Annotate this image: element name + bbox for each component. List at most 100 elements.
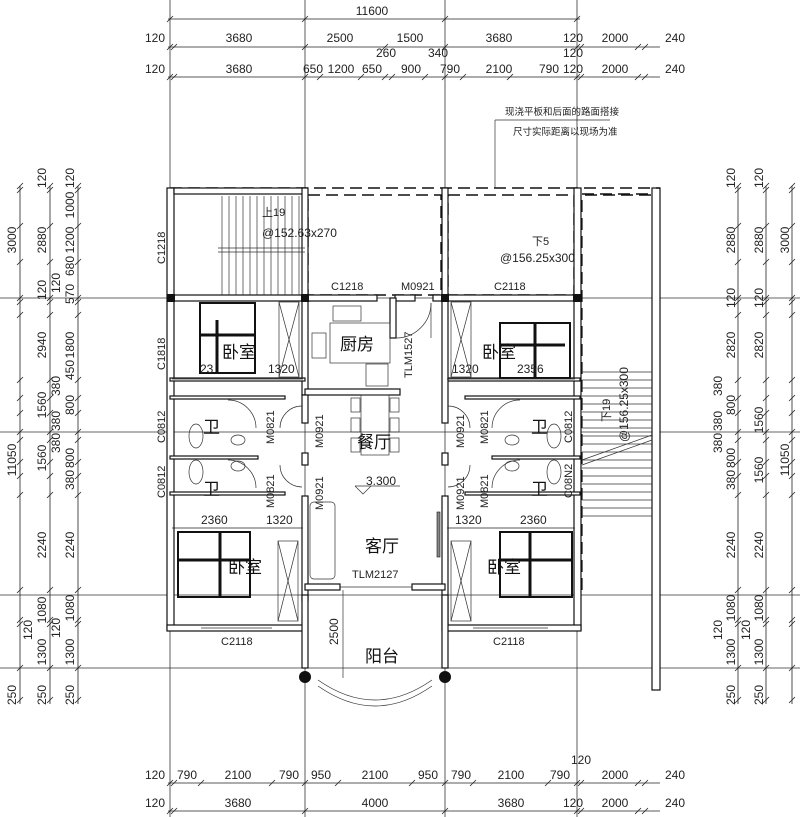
dimension-lines bbox=[16, 15, 796, 815]
dimension-label: 1080 bbox=[724, 594, 738, 621]
dimension-label: 2820 bbox=[752, 331, 766, 358]
dimension-label: 1300 bbox=[752, 638, 766, 665]
dining-chair bbox=[350, 417, 361, 433]
dimension-label: 120 bbox=[35, 168, 49, 188]
dimension-label: 250 bbox=[35, 685, 49, 705]
room-dim: 1320 bbox=[455, 513, 482, 527]
dimension-label: 1560 bbox=[752, 456, 766, 483]
room-dim: 23 bbox=[200, 362, 214, 376]
dimension-label: 2240 bbox=[752, 531, 766, 558]
door-m0921: M0921 bbox=[314, 476, 326, 510]
toilet bbox=[188, 459, 204, 485]
room-labels: 厨房 卧室 卧室 卫 卫 卫 卫 餐厅 3.300 客厅 卧室 卧室 阳台 bbox=[203, 335, 548, 667]
dimension-label: 250 bbox=[752, 685, 766, 705]
dimension-label: 120 bbox=[35, 280, 49, 300]
bed bbox=[177, 531, 251, 598]
dimension-label: 1080 bbox=[63, 594, 77, 621]
dimension-label: 2500 bbox=[327, 31, 354, 45]
dimension-label: 2240 bbox=[724, 531, 738, 558]
dimension-label: 800 bbox=[63, 395, 77, 415]
dimension-label: 2000 bbox=[602, 768, 629, 782]
room-bedroom-top-left: 卧室 bbox=[222, 343, 256, 363]
room-balcony: 阳台 bbox=[365, 647, 399, 667]
room-bedroom-bottom-left: 卧室 bbox=[228, 558, 262, 578]
stair-direction: 下5 bbox=[532, 236, 549, 248]
dining-chair bbox=[389, 437, 400, 453]
room-dim: 2356 bbox=[517, 362, 544, 376]
dimension-label: 2880 bbox=[724, 226, 738, 253]
washbasin bbox=[504, 434, 520, 446]
door-m0921: M0921 bbox=[455, 476, 467, 510]
dimension-label: 120 bbox=[563, 62, 583, 76]
dimension-label: 2240 bbox=[35, 531, 49, 558]
dimension-label: 380 bbox=[63, 470, 77, 490]
dimension-label: 380 bbox=[49, 411, 63, 431]
bed bbox=[499, 531, 573, 598]
dimension-label: 800 bbox=[724, 395, 738, 415]
dimension-label: 340 bbox=[428, 46, 448, 60]
dimension-label: 240 bbox=[665, 768, 685, 782]
room-dim: 1320 bbox=[266, 513, 293, 527]
dimension-label: 120 bbox=[752, 288, 766, 308]
stove bbox=[311, 332, 327, 359]
dimension-label: 1080 bbox=[752, 594, 766, 621]
dimension-label: 120 bbox=[563, 31, 583, 45]
dimension-label: 2100 bbox=[486, 62, 513, 76]
dimension-label: 380 bbox=[711, 376, 725, 396]
dimension-label: 450 bbox=[63, 360, 77, 380]
dimension-label: 11050 bbox=[5, 443, 19, 476]
dimension-label: 3000 bbox=[5, 226, 19, 253]
dimension-label: 2880 bbox=[752, 226, 766, 253]
dimension-label: 1000 bbox=[63, 191, 77, 218]
window-c0812-right-2: C08N2 bbox=[563, 464, 575, 498]
dimension-label: 790 bbox=[177, 768, 197, 782]
dimension-label: 120 bbox=[724, 168, 738, 188]
dimension-label: 380 bbox=[49, 433, 63, 453]
dimension-label: 790 bbox=[550, 768, 570, 782]
dimension-label: 120 bbox=[49, 618, 63, 638]
dimension-label: 2000 bbox=[602, 796, 629, 810]
dimension-label: 680 bbox=[63, 256, 77, 276]
dimension-label: 120 bbox=[145, 768, 165, 782]
sink bbox=[332, 305, 362, 322]
dimension-label: 1080 bbox=[35, 596, 49, 623]
column-right bbox=[439, 671, 451, 683]
dimension-label: 950 bbox=[418, 768, 438, 782]
dimension-label: 1560 bbox=[35, 444, 49, 471]
room-kitchen: 厨房 bbox=[340, 335, 374, 355]
room-bathroom: 卫 bbox=[203, 480, 220, 500]
window-c0812-left-1: C0812 bbox=[156, 411, 168, 443]
dimension-label: 1300 bbox=[63, 638, 77, 665]
dimension-label: 4000 bbox=[362, 796, 389, 810]
dimension-label: 2000 bbox=[602, 31, 629, 45]
window-c1218-left: C1218 bbox=[156, 232, 168, 264]
dimension-label: 120 bbox=[752, 168, 766, 188]
room-living: 客厅 bbox=[365, 537, 399, 557]
dimension-label: 120 bbox=[711, 620, 725, 640]
dimension-label: 11050 bbox=[778, 443, 792, 476]
toilet bbox=[546, 459, 562, 485]
toilet bbox=[188, 423, 204, 449]
window-c1218-top: C1218 bbox=[331, 281, 363, 293]
dimension-label: 1200 bbox=[328, 62, 355, 76]
stair-spec: @156.25x300 bbox=[500, 251, 575, 265]
dimension-label: 900 bbox=[401, 62, 421, 76]
dimension-label: 800 bbox=[63, 448, 77, 468]
dimension-label: 1800 bbox=[63, 331, 77, 358]
washbasin bbox=[230, 460, 246, 472]
dimension-label: 120 bbox=[145, 796, 165, 810]
dimension-label: 3680 bbox=[498, 796, 525, 810]
dimension-label: 3680 bbox=[486, 31, 513, 45]
room-bedroom-top-right: 卧室 bbox=[482, 343, 516, 363]
window-c2118-top: C2118 bbox=[494, 281, 526, 293]
fridge bbox=[365, 363, 389, 387]
dimension-label: 380 bbox=[711, 433, 725, 453]
dining-chair bbox=[389, 397, 400, 413]
note-line-2: 尺寸实际距离以现场为准 bbox=[513, 126, 618, 138]
door-m0921: M0921 bbox=[314, 414, 326, 448]
dimension-label: 120 bbox=[145, 62, 165, 76]
dimension-label: 3680 bbox=[225, 796, 252, 810]
dimension-label: 240 bbox=[665, 31, 685, 45]
room-dim: 1320 bbox=[452, 362, 479, 376]
